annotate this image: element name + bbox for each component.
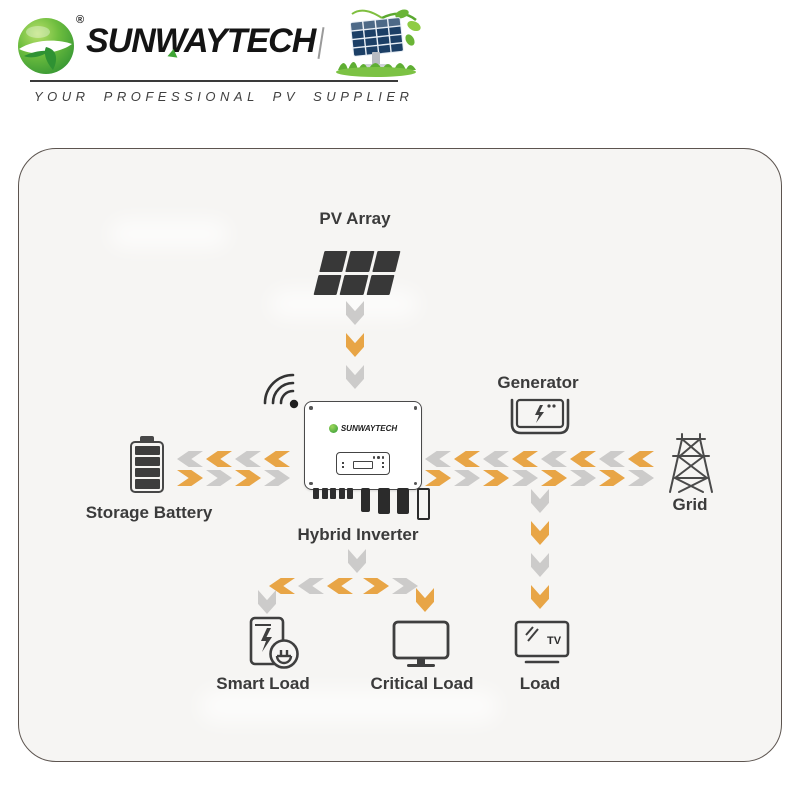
inverter-leds-icon	[372, 456, 384, 459]
brand-wordmark: SUNWAYTECH	[86, 22, 316, 60]
flow-pv-to-inverter	[346, 301, 364, 389]
critical-load-icon	[392, 620, 450, 667]
battery-icon	[130, 441, 164, 493]
hybrid-inverter-label: Hybrid Inverter	[297, 525, 419, 544]
page-header: ® SUNWAYTECH YOUR PROFESSIONAL PV SUPPLI…	[0, 0, 800, 130]
flow-generator-to-load	[531, 489, 549, 609]
flow-battery-to-inverter	[177, 470, 290, 486]
grid-label: Grid	[672, 495, 708, 514]
flow-smart-down	[258, 590, 276, 614]
load-tv-icon: TV	[514, 620, 570, 664]
svg-text:TV: TV	[547, 635, 562, 647]
storage-battery-label: Storage Battery	[85, 503, 213, 522]
inverter-connectors	[313, 488, 430, 520]
background-glow	[109, 219, 229, 249]
header-separator	[317, 27, 324, 59]
screw-icon	[413, 406, 417, 410]
inverter-lcd	[353, 461, 373, 469]
pv-array-label: PV Array	[319, 209, 391, 228]
background-glow	[199, 689, 499, 723]
inverter-display	[336, 452, 390, 475]
flow-to-critical-load	[363, 578, 418, 594]
load-label: Load	[519, 674, 561, 693]
grid-tower-icon	[669, 433, 713, 493]
generator-icon	[510, 398, 570, 435]
solar-panel-clipart-icon	[336, 9, 421, 77]
pv-array-icon	[313, 251, 401, 295]
flow-inverter-to-grid	[425, 470, 654, 486]
brand-accent-triangle-icon	[167, 48, 179, 58]
inverter-brand-logo-icon	[328, 424, 338, 433]
flow-to-smart-load	[269, 578, 353, 594]
brand-tagline: YOUR PROFESSIONAL PV SUPPLIER	[34, 89, 414, 104]
registered-mark: ®	[76, 14, 85, 26]
battery-cap	[140, 436, 154, 441]
critical-load-label: Critical Load	[370, 674, 474, 693]
screw-icon	[309, 406, 313, 410]
inverter-brand: SUNWAYTECH	[305, 424, 421, 433]
flow-inverter-down	[348, 549, 366, 573]
brand-logo-icon	[18, 18, 74, 74]
smart-load-label: Smart Load	[216, 674, 310, 693]
flow-inverter-to-battery	[177, 451, 290, 467]
header-rule	[30, 80, 398, 82]
screw-icon	[309, 481, 313, 485]
hybrid-inverter-device: SUNWAYTECH	[304, 401, 430, 520]
wifi-icon	[263, 373, 299, 409]
flow-grid-to-inverter	[425, 451, 654, 467]
screw-icon	[413, 481, 417, 485]
diagram-panel: PV Array SUNWAYTECH	[18, 148, 782, 762]
generator-label: Generator	[497, 373, 579, 392]
flow-critical-down	[416, 588, 434, 612]
smart-load-icon	[249, 616, 299, 669]
